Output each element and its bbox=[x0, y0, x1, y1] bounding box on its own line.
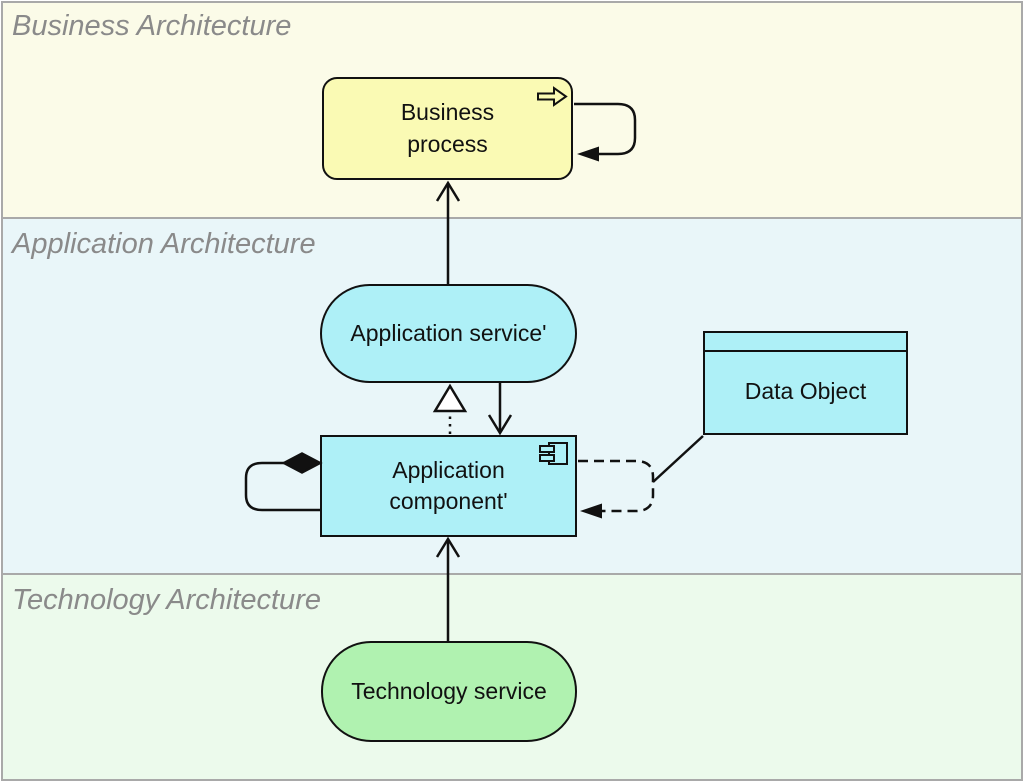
technology-service-label: Technology service bbox=[351, 677, 547, 704]
node-data-object[interactable]: Data Object bbox=[703, 331, 908, 435]
application-component-label: Application component' bbox=[389, 456, 508, 514]
node-application-component[interactable]: Application component' bbox=[320, 435, 577, 537]
process-arrow-icon bbox=[537, 86, 568, 107]
layer-label-application: Application Architecture bbox=[12, 228, 316, 260]
layer-business bbox=[3, 3, 1021, 219]
node-application-service[interactable]: Application service' bbox=[320, 284, 577, 383]
data-object-label: Data Object bbox=[744, 378, 867, 405]
layer-label-business: Business Architecture bbox=[12, 10, 292, 42]
application-service-label: Application service' bbox=[350, 319, 547, 346]
data-object-header bbox=[705, 333, 906, 352]
layer-label-technology: Technology Architecture bbox=[12, 584, 321, 616]
node-technology-service[interactable]: Technology service bbox=[321, 641, 577, 742]
node-business-process[interactable]: Business process bbox=[322, 77, 573, 180]
business-process-label: Business process bbox=[400, 99, 495, 157]
component-icon bbox=[539, 442, 568, 465]
